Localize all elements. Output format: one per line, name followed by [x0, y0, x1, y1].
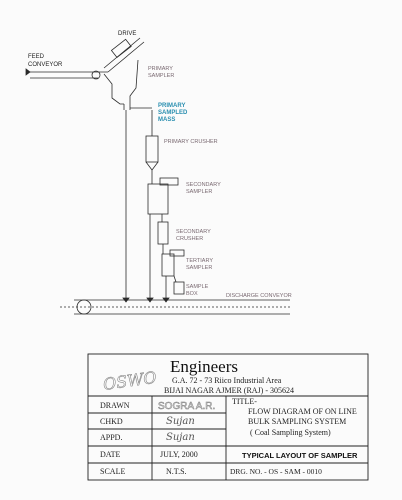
title-label: TITLE-: [232, 397, 257, 406]
secondary-sampler-label-1: SECONDARY: [186, 182, 221, 188]
title-line-1: FLOW DIAGRAM OF ON LINE: [248, 407, 357, 416]
approved-label: APPD.: [100, 433, 122, 442]
title-line-3: ( Coal Sampling System): [250, 428, 331, 437]
tertiary-sampler: [161, 253, 175, 277]
arrow-down-2: [146, 297, 154, 303]
drive-shaft-2: [107, 41, 145, 73]
tertiary-sampler-label-1: TERTIARY: [186, 258, 213, 264]
primary-crusher-cone-r: [151, 161, 159, 171]
primary-crusher-cone-l: [145, 161, 153, 171]
primary-sampler-label-2: SAMPLER: [148, 73, 174, 79]
feed-conveyor-label-1: FEED: [28, 54, 45, 60]
date-value: JULY, 2000: [160, 450, 198, 459]
primary-sampled-mass-label-2: SAMPLED: [158, 110, 188, 116]
drive-motor: [110, 38, 132, 59]
company-stamp: OSWO: [102, 368, 158, 394]
secondary-sampler-drive: [159, 177, 179, 186]
company-name: Engineers: [170, 357, 238, 376]
drive-label: DRIVE: [118, 31, 136, 37]
tertiary-outlet: [173, 275, 177, 283]
primary-sampler-label-1: PRIMARY: [148, 66, 173, 72]
primary-crusher-label: PRIMARY CRUSHER: [164, 139, 218, 145]
secondary-crusher: [157, 221, 169, 245]
scale-value: N.T.S.: [166, 467, 187, 476]
primary-sampled-mass-label-3: MASS: [158, 117, 175, 123]
checked-label: CHKD: [100, 417, 123, 426]
primary-sampler-hopper-right: [129, 59, 139, 104]
drawing-number: DRG. NO. - OS - SAM - 0010: [230, 467, 322, 476]
sample-box: [173, 281, 185, 295]
drive-shaft: [103, 37, 141, 69]
secondary-sampler-label-2: SAMPLER: [186, 189, 212, 195]
date-label: DATE: [100, 450, 121, 459]
arrow-down-1: [122, 297, 130, 303]
address-line-1: G.A. 72 - 73 Riico Industrial Area: [172, 376, 282, 385]
drawn-value: SOGRA A.R.: [158, 401, 215, 412]
drawn-label: DRAWN: [100, 401, 130, 410]
scale-label: SCALE: [100, 467, 125, 476]
secondary-sampler: [147, 183, 169, 215]
primary-crusher: [145, 135, 159, 163]
checked-signature: Sujan: [166, 416, 195, 427]
layout-title: TYPICAL LAYOUT OF SAMPLER: [242, 451, 358, 460]
arrow-down-3: [162, 297, 170, 303]
feed-conveyor-pulley: [91, 70, 101, 80]
sample-box-label-1: SAMPLE: [186, 284, 209, 290]
address-line-2: BIJAI NAGAR AJMER (RAJ) - 305624: [164, 386, 294, 395]
title-line-2: BULK SAMPLING SYSTEM: [248, 417, 346, 426]
feed-arrow: [25, 68, 31, 76]
secondary-crusher-label-1: SECONDARY: [176, 229, 211, 235]
feed-conveyor-label-2: CONVEYOR: [28, 62, 63, 68]
discharge-conveyor-label: DISCHARGE CONVEYOR: [226, 293, 292, 299]
tertiary-sampler-label-2: SAMPLER: [186, 265, 212, 271]
tertiary-sampler-drive: [169, 249, 185, 257]
secondary-crusher-label-2: CRUSHER: [176, 236, 203, 242]
title-block-frame: [87, 353, 369, 481]
approved-signature: Sujan: [166, 432, 195, 443]
sample-box-label-2: BOX: [186, 291, 198, 297]
primary-sampler-hopper: [103, 73, 124, 105]
primary-sampled-mass-label-1: PRIMARY: [158, 103, 185, 109]
